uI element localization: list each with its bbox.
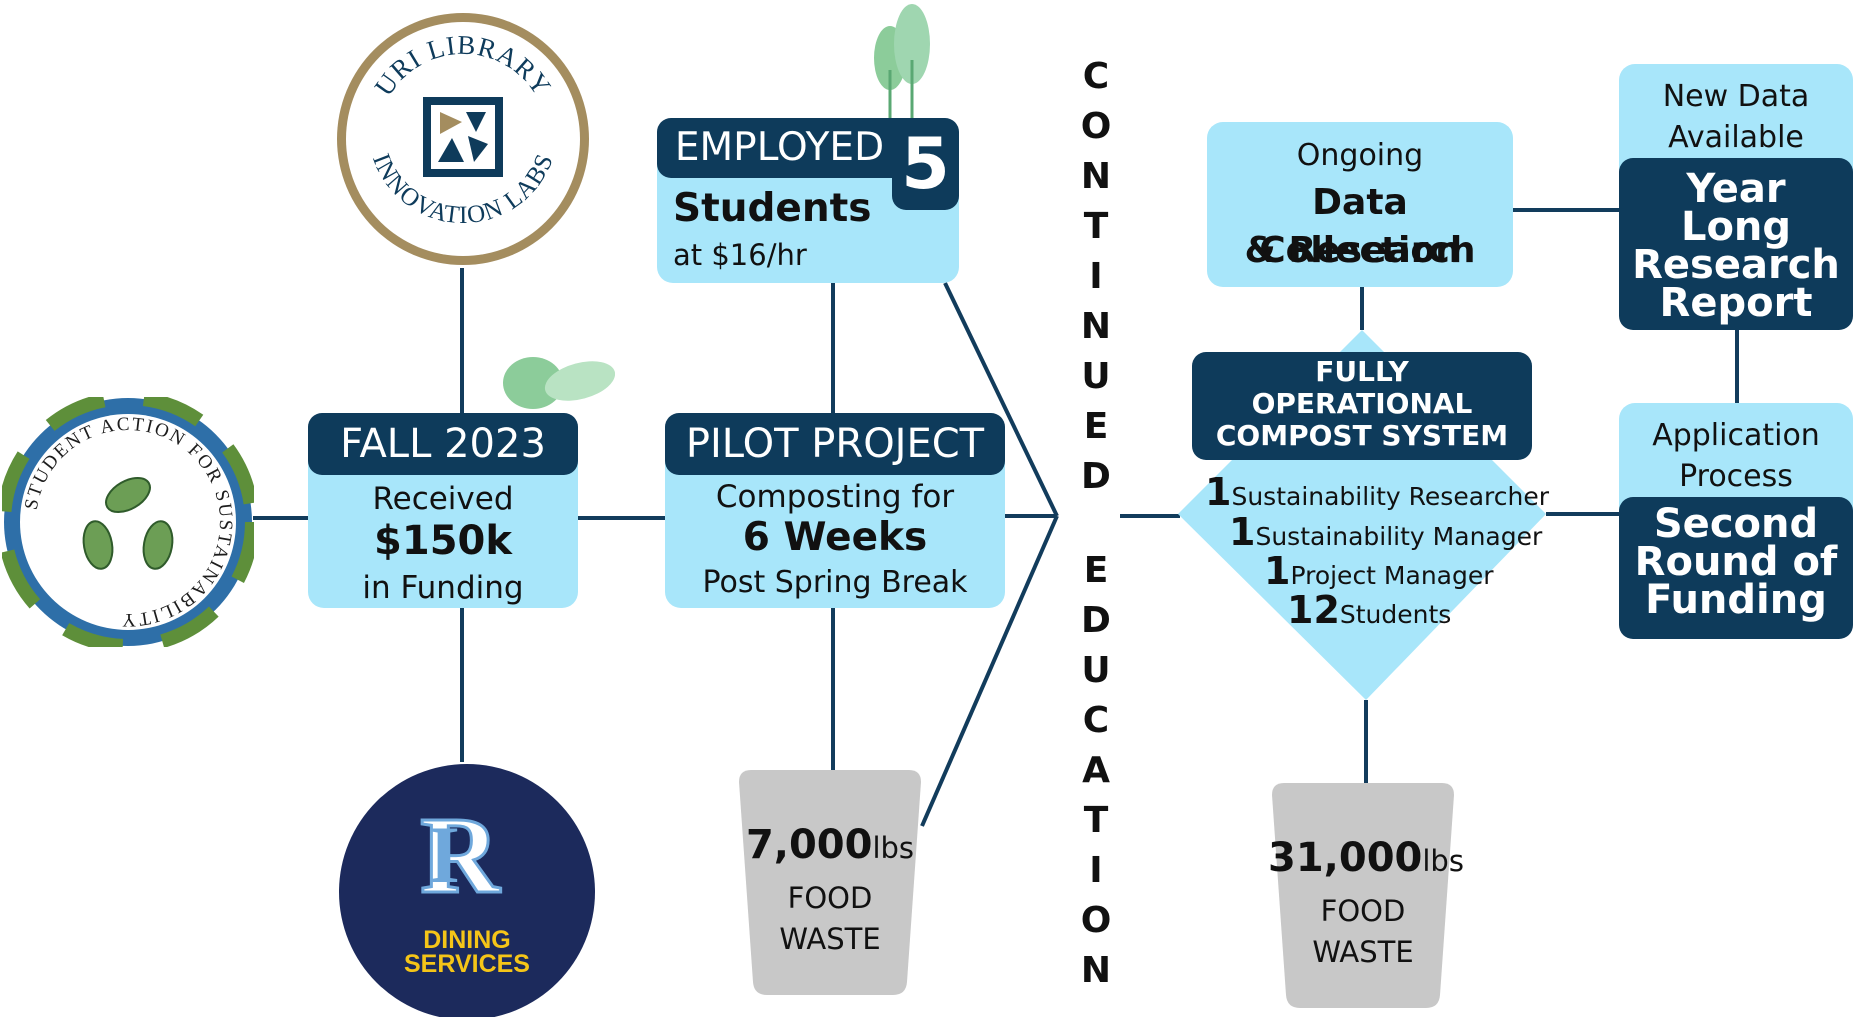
bucket-icon — [739, 770, 921, 995]
svg-text:R: R — [420, 794, 501, 916]
pilot-project-title: PILOT PROJECT — [665, 413, 1005, 475]
compost-title-line2: OPERATIONAL — [1251, 387, 1473, 420]
application-text: Application Process — [1619, 415, 1853, 497]
bucket-icon — [1272, 783, 1454, 1008]
report-line1: Year — [1686, 166, 1786, 212]
vertical-letter: O — [1080, 900, 1112, 941]
vertical-letter: U — [1081, 356, 1111, 397]
dining-line2: SERVICES — [404, 950, 530, 978]
vertical-letter: D — [1081, 600, 1111, 641]
vertical-letter: E — [1083, 406, 1109, 447]
second-round-line1: Second — [1653, 501, 1819, 547]
compost-title-line3: COMPOST SYSTEM — [1215, 419, 1509, 452]
employed-rate: at $16/hr — [673, 238, 807, 272]
fall-amount: $150k — [374, 518, 512, 564]
pilot-duration: 6 Weeks — [742, 515, 928, 560]
fall-received-text: Received — [372, 481, 514, 517]
food-waste-pilot-bucket: 7,000lbs FOOD WASTE — [735, 770, 925, 995]
second-round-funding-title: Second Round of Funding — [1619, 497, 1853, 639]
compost-system-title: FULLY OPERATIONAL COMPOST SYSTEM — [1192, 352, 1532, 460]
vertical-letter: T — [1083, 800, 1109, 841]
employed-role: Students — [673, 186, 872, 231]
full-waste-label1: FOOD — [1320, 894, 1406, 928]
new-data-line2: Available — [1668, 120, 1804, 155]
data-collection-text: Data Collection — [1259, 182, 1461, 271]
vertical-letter: A — [1082, 750, 1110, 791]
compost-title-line1: FULLY — [1315, 355, 1409, 388]
pilot-waste-amount: 7,000lbs — [745, 822, 915, 868]
role-item: 1Sustainability Manager — [1229, 510, 1543, 554]
pilot-timing-text: Post Spring Break — [702, 565, 968, 600]
vertical-letter: E — [1083, 550, 1109, 591]
data-collection-card: Ongoing Data Collection & Research — [1207, 122, 1513, 287]
vertical-letter: C — [1082, 56, 1110, 97]
vertical-letter: T — [1083, 206, 1109, 247]
new-data-text: New Data Available — [1619, 76, 1853, 158]
new-data-line1: New Data — [1662, 79, 1810, 114]
vertical-letter: D — [1081, 456, 1111, 497]
vertical-letter: N — [1080, 306, 1112, 347]
full-waste-label2: WASTE — [1312, 935, 1414, 969]
data-research-text: & Research — [1244, 230, 1476, 271]
report-line4: Report — [1659, 280, 1813, 326]
vertical-letter: O — [1080, 106, 1112, 147]
role-item: 1Sustainability Researcher — [1205, 470, 1550, 514]
svg-text:I: I — [428, 809, 460, 900]
full-waste-amount: 31,000lbs — [1268, 835, 1464, 881]
fall-funding-text: in Funding — [362, 570, 524, 606]
application-line2: Process — [1679, 459, 1793, 494]
second-round-line2: Round of — [1634, 539, 1838, 585]
pilot-waste-label2: WASTE — [779, 922, 881, 956]
uri-dining-services-logo: R I DINING SERVICES — [339, 764, 595, 1017]
vertical-letter: I — [1089, 256, 1103, 297]
year-long-report-title: Year Long Research Report — [1619, 158, 1853, 330]
leaf-icon — [503, 357, 615, 409]
student-action-for-sustainability-logo: STUDENT ACTION FOR SUSTAINABILITY — [2, 397, 254, 647]
vertical-letter: N — [1080, 156, 1112, 197]
dining-line1: DINING — [423, 926, 511, 954]
employed-title: EMPLOYED — [657, 118, 902, 178]
application-line1: Application — [1652, 418, 1820, 453]
role-item: 12Students — [1287, 588, 1452, 632]
vertical-letter: I — [1089, 850, 1103, 891]
uri-library-innovation-labs-logo: URI LIBRARY INNOVATION LABS — [337, 13, 589, 265]
pilot-waste-label1: FOOD — [787, 881, 873, 915]
data-ongoing-text: Ongoing — [1296, 138, 1424, 173]
food-waste-full-bucket: 31,000lbs FOOD WASTE — [1268, 783, 1464, 1008]
role-item: 1Project Manager — [1264, 549, 1494, 593]
employed-number: 5 — [892, 118, 959, 210]
pilot-composting-text: Composting for — [715, 479, 955, 515]
report-line3: Research — [1632, 242, 1840, 288]
vertical-letter: N — [1080, 950, 1112, 991]
fall-2023-title: FALL 2023 — [308, 413, 578, 475]
tree-sprout-icon — [874, 4, 930, 118]
report-line2: Long — [1680, 204, 1792, 250]
vertical-letter: C — [1082, 700, 1110, 741]
second-round-line3: Funding — [1645, 577, 1827, 623]
vertical-letter: U — [1081, 650, 1111, 691]
